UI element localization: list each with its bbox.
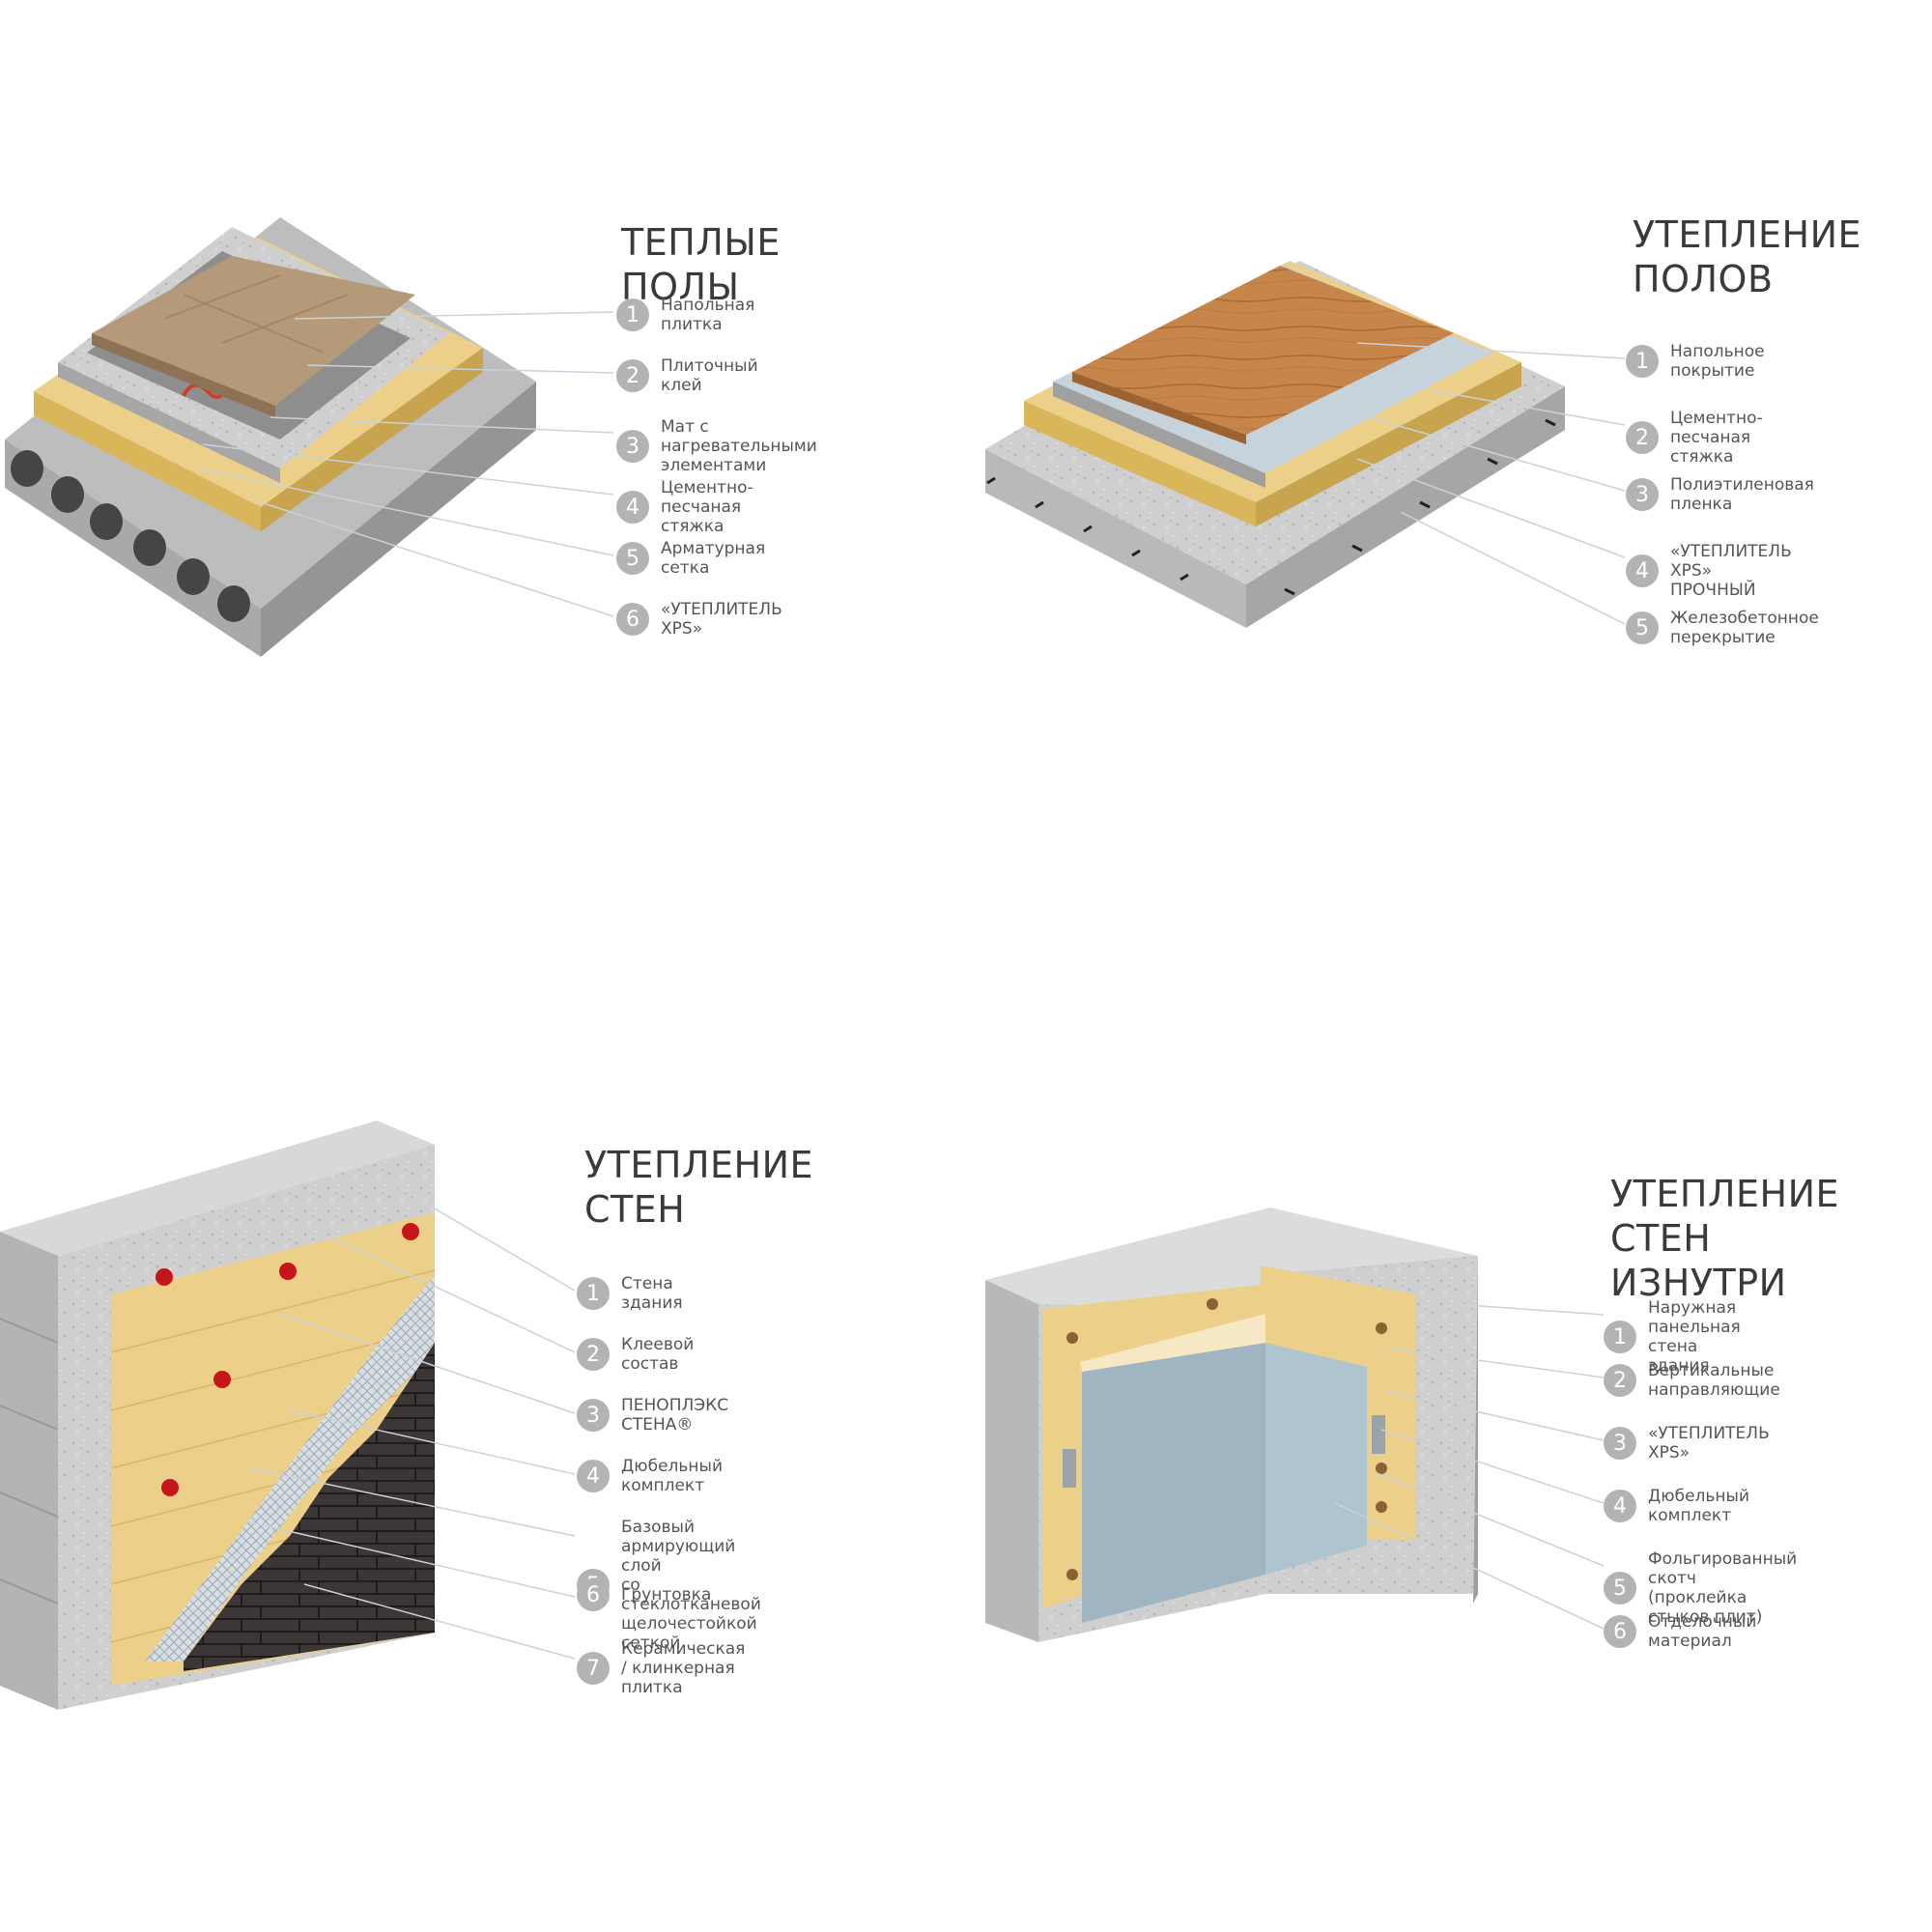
legend-item: 6 Отделочный материал	[1604, 1612, 1756, 1651]
legend-label: Дюбельный комплект	[621, 1457, 724, 1495]
legend-item: 1 Стена здания	[577, 1274, 683, 1313]
number-badge: 6	[616, 603, 649, 636]
legend-item: 4 Цементно-песчаная стяжка	[616, 478, 753, 536]
number-badge: 3	[577, 1399, 610, 1432]
legend-label: Мат с нагревательными элементами	[661, 417, 817, 475]
legend-label: Железобетонное перекрытие	[1670, 609, 1819, 647]
number-badge: 2	[1626, 421, 1659, 454]
legend-label: «УТЕПЛИТЕЛЬ XPS»	[1648, 1424, 1770, 1463]
legend-label: «УТЕПЛИТЕЛЬ XPS»	[661, 600, 782, 639]
legend-label: Стена здания	[621, 1274, 683, 1313]
panel-title: УТЕПЛЕНИЕ ПОЛОВ	[1633, 213, 1862, 300]
legend-label: Клеевой состав	[621, 1335, 695, 1374]
legend-item: 3 Мат с нагревательными элементами	[616, 417, 817, 475]
legend-label: Цементно-песчаная стяжка	[661, 478, 753, 536]
legend-label: Напольная плитка	[661, 296, 755, 334]
number-badge: 6	[1604, 1615, 1636, 1648]
number-badge: 5	[1626, 611, 1659, 644]
legend-label: Арматурная сетка	[661, 539, 766, 578]
number-badge: 1	[1626, 345, 1659, 378]
number-badge: 4	[577, 1460, 610, 1492]
number-badge: 2	[616, 359, 649, 392]
legend-label: Полиэтиленовая пленка	[1670, 475, 1814, 514]
panel-title: УТЕПЛЕНИЕ СТЕН	[584, 1144, 814, 1231]
legend-item: 2 Плиточный клей	[616, 356, 758, 395]
legend-label: Дюбельный комплект	[1648, 1487, 1750, 1525]
legend-item: 2 Цементно-песчаная стяжка	[1626, 409, 1763, 467]
legend-label: Грунтовка	[621, 1585, 712, 1605]
legend-label: Цементно-песчаная стяжка	[1670, 409, 1763, 467]
number-badge: 2	[577, 1338, 610, 1371]
legend-label: Наружная панельная стена здания	[1648, 1298, 1741, 1376]
legend-item: 5 Железобетонное перекрытие	[1626, 609, 1819, 647]
legend-label: Плиточный клей	[661, 356, 758, 395]
legend-item: 1 Напольное покрытие	[1626, 342, 1765, 381]
panel-title: УТЕПЛЕНИЕ СТЕН ИЗНУТРИ	[1610, 1173, 1840, 1304]
panel-title: ТЕПЛЫЕ ПОЛЫ	[621, 221, 781, 308]
legend-label: Керамическая / клинкерная плитка	[621, 1639, 746, 1697]
warm-floor-illustration	[5, 217, 536, 657]
legend-item: 2 Вертикальные направляющие	[1604, 1361, 1780, 1400]
leader-lines	[197, 311, 1626, 1660]
number-badge: 3	[616, 430, 649, 463]
number-badge: 5	[616, 542, 649, 575]
number-badge: 5	[1604, 1572, 1636, 1605]
legend-item: 5 Арматурная сетка	[616, 539, 765, 578]
legend-item: 7 Керамическая / клинкерная плитка	[577, 1639, 745, 1697]
legend-item: 1 Напольная плитка	[616, 296, 754, 334]
number-badge: 4	[1604, 1490, 1636, 1522]
number-badge: 4	[616, 491, 649, 524]
number-badge: 1	[577, 1277, 610, 1310]
number-badge: 2	[1604, 1364, 1636, 1397]
legend-item: 5 Фольгированный скотч (проклейка стыков …	[1604, 1549, 1797, 1627]
legend-label: Фольгированный скотч (проклейка стыков п…	[1648, 1549, 1798, 1627]
wall-insulation-illustration	[0, 1121, 436, 1710]
legend-item: 3 Полиэтиленовая пленка	[1626, 475, 1814, 514]
legend-item: 6 Грунтовка	[577, 1578, 711, 1611]
number-badge: 4	[1626, 554, 1659, 587]
legend-label: Базовый армирующий слой со стеклотканево…	[621, 1518, 761, 1653]
legend-item: 4 «УТЕПЛИТЕЛЬ XPS» ПРОЧНЫЙ	[1626, 542, 1792, 600]
number-badge: 7	[577, 1652, 610, 1685]
number-badge: 3	[1604, 1427, 1636, 1460]
legend-label: Вертикальные направляющие	[1648, 1361, 1780, 1400]
number-badge: 1	[616, 298, 649, 331]
floor-insulation-illustration	[985, 261, 1565, 628]
legend-label: Отделочный материал	[1648, 1612, 1757, 1651]
legend-item: 3 «УТЕПЛИТЕЛЬ XPS»	[1604, 1424, 1770, 1463]
number-badge: 1	[1604, 1321, 1636, 1353]
legend-label: Напольное покрытие	[1670, 342, 1765, 381]
legend-label: «УТЕПЛИТЕЛЬ XPS» ПРОЧНЫЙ	[1670, 542, 1792, 600]
legend-item: 2 Клеевой состав	[577, 1335, 694, 1374]
number-badge: 3	[1626, 478, 1659, 511]
legend-item: 1 Наружная панельная стена здания	[1604, 1298, 1741, 1376]
legend-item: 6 «УТЕПЛИТЕЛЬ XPS»	[616, 600, 782, 639]
legend-item: 4 Дюбельный комплект	[577, 1457, 723, 1495]
legend-item: 3 ПЕНОПЛЭКС СТЕНА®	[577, 1396, 728, 1435]
legend-item: 4 Дюбельный комплект	[1604, 1487, 1749, 1525]
number-badge: 6	[577, 1578, 610, 1611]
inner-wall-insulation-illustration	[985, 1208, 1478, 1642]
legend-label: ПЕНОПЛЭКС СТЕНА®	[621, 1396, 729, 1435]
